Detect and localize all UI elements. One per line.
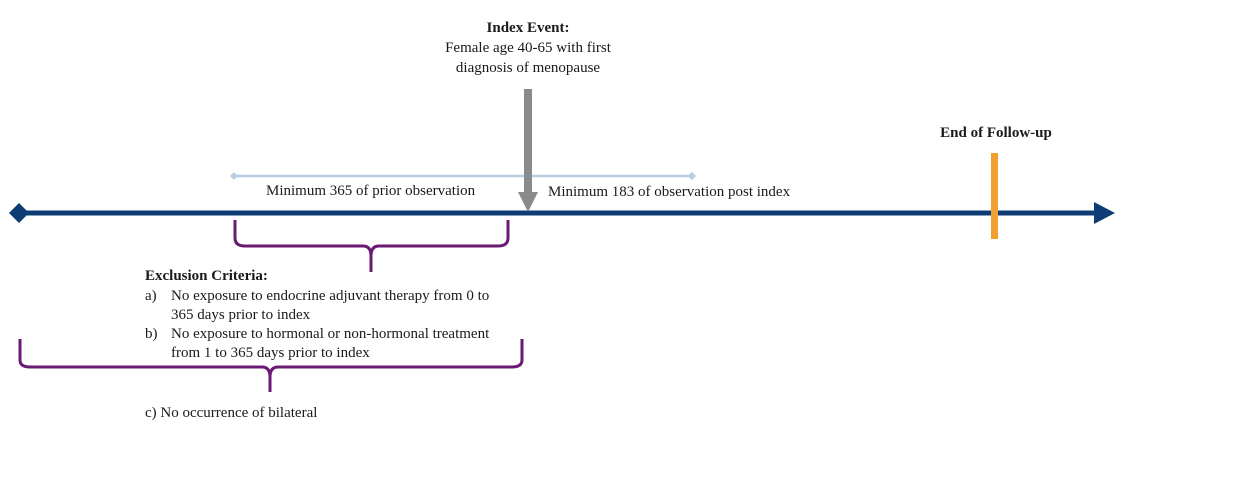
exclusion-item-b-cont: from 1 to 365 days prior to index [145,343,370,363]
exclusion-item-a: a) No exposure to endocrine adjuvant ther… [145,286,489,306]
exclusion-item-b-line-2: from 1 to 365 days prior to index [171,345,370,361]
index-arrow-head [518,192,538,212]
exclusion-item-c: c) No occurrence of bilateral [145,405,318,421]
exclusion-item-a-line-2: 365 days prior to index [171,307,311,323]
exclusion-item-b: b) No exposure to hormonal or non-hormona… [145,324,489,344]
end-of-followup-marker [991,153,998,239]
index-event-line-1: Female age 40-65 with first [445,40,611,56]
exclusion-item-b-line-1: No exposure to hormonal or non-hormonal … [171,326,490,342]
exclusion-criteria-title: Exclusion Criteria: [145,268,268,284]
index-arrow-shaft [524,89,532,195]
timeline-arrow-head [1094,202,1115,224]
exclusion-brace-upper [233,220,510,272]
exclusion-brace-lower [18,339,524,392]
exclusion-item-a-line-1: No exposure to endocrine adjuvant therap… [171,288,490,304]
exclusion-item-a-cont: 365 days prior to index [145,305,310,325]
end-of-followup-label: End of Follow-up [940,125,1052,141]
exclusion-item-b-letter: b) [145,326,158,342]
index-event-title: Index Event: [486,20,570,36]
prior-observation-label: Minimum 365 of prior observation [266,183,476,199]
index-event-line-2: diagnosis of menopause [455,60,601,76]
observation-bar-right-cap [688,172,696,180]
exclusion-item-a-letter: a) [145,288,157,304]
post-observation-label: Minimum 183 of observation post index [548,184,791,200]
observation-bar-left-cap [230,172,238,180]
timeline-start-diamond [9,203,29,223]
